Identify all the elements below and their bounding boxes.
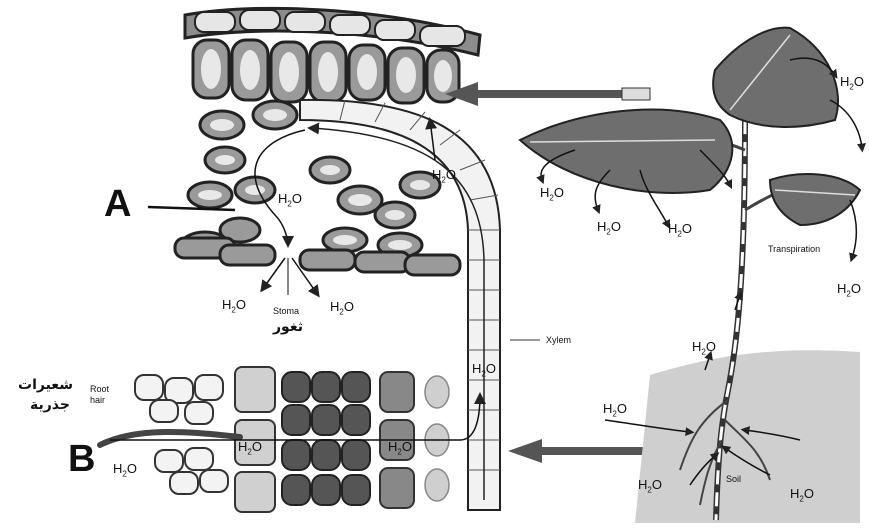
root-hair-label-2: hair — [90, 396, 105, 405]
root-hair-label-1: Root — [90, 385, 109, 394]
h2o-label: H2O — [692, 340, 716, 357]
stoma-label: Stoma — [273, 307, 299, 316]
stoma-arabic-label: ثغور — [273, 320, 303, 334]
h2o-label: H2O — [472, 362, 496, 379]
root-cross-section — [100, 367, 480, 512]
h2o-label: H2O — [540, 186, 564, 203]
h2o-label: H2O — [597, 220, 621, 237]
label-b: B — [68, 440, 95, 478]
h2o-label: H2O — [388, 440, 412, 457]
h2o-label: H2O — [837, 282, 861, 299]
xylem-label: Xylem — [546, 336, 571, 345]
h2o-label: H2O — [222, 298, 246, 315]
h2o-label: H2O — [668, 222, 692, 239]
zoom-arrow-leaf — [445, 82, 650, 106]
h2o-label: H2O — [638, 478, 662, 495]
h2o-label: H2O — [113, 462, 137, 479]
h2o-label: H2O — [278, 192, 302, 209]
h2o-label: H2O — [432, 168, 456, 185]
h2o-label: H2O — [840, 75, 864, 92]
h2o-label: H2O — [238, 440, 262, 457]
h2o-label: H2O — [603, 402, 627, 419]
h2o-label: H2O — [790, 487, 814, 504]
soil — [635, 350, 860, 523]
label-a: A — [104, 185, 131, 223]
h2o-label: H2O — [330, 300, 354, 317]
root-hair-arabic-1: شعيرات — [18, 378, 73, 392]
transpiration-label: Transpiration — [768, 245, 820, 254]
root-hair-arabic-2: جذرية — [30, 398, 70, 412]
soil-label: Soil — [726, 475, 741, 484]
